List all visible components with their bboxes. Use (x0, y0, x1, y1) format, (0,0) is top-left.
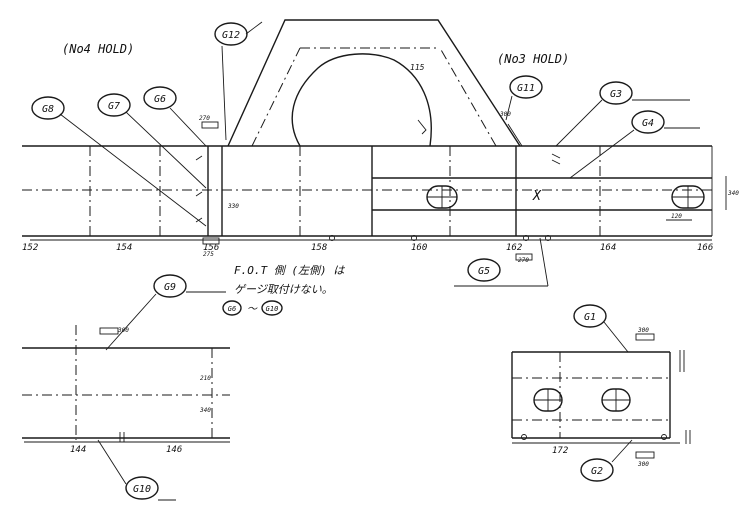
gauge-g11: G11 300 (499, 75, 543, 147)
gauge-g5-label: G5 (478, 266, 490, 277)
hold-label-no4: (No4 HOLD) (62, 42, 134, 56)
manhole-2 (671, 185, 705, 209)
dim-300-g2: 300 (637, 461, 649, 468)
gauge-g3-label: G3 (610, 89, 622, 100)
frame-146: 146 (166, 445, 182, 455)
frame-158: 158 (311, 243, 327, 253)
dim-340-ll: 340 (199, 407, 211, 414)
frame-156: 156 (203, 243, 219, 253)
dim-275: 275 (203, 251, 214, 258)
frame-160: 160 (411, 243, 427, 253)
gauge-g11-label: G11 (517, 83, 535, 94)
gauge-g8-label: G8 (42, 104, 54, 115)
frame-162: 162 (506, 243, 522, 253)
note-line2: ゲージ取付けない。 (234, 283, 333, 296)
gauge-g9-label: G9 (164, 282, 176, 293)
lower-left-girder: 144 146 300 340 210 (22, 325, 230, 455)
gauge-g8: G8 (31, 96, 207, 227)
dim-210: 210 (200, 375, 211, 382)
gauge-g10: G10 (97, 439, 176, 501)
manhole-1 (426, 185, 458, 209)
gauge-g7-label: G7 (108, 101, 120, 112)
hold-label-no3: (No3 HOLD) (497, 52, 569, 66)
gauge-g6: G6 (143, 86, 207, 147)
dimensions-main: 270 275 330 270 120 340 (195, 115, 739, 264)
dim-330: 330 (227, 203, 239, 210)
gauge-g5: G5 (454, 237, 549, 287)
dim-300-g1: 300 (637, 327, 649, 334)
frame-144: 144 (70, 445, 86, 455)
note-range-end: G10 (266, 305, 279, 313)
gauge-g6-label: G6 (154, 94, 166, 105)
gauge-g2-label: G2 (591, 466, 603, 477)
gauge-g7: G7 (97, 93, 207, 189)
note-line1: F.O.T 側 (左側) は (234, 264, 345, 277)
gauge-g4-label: G4 (642, 118, 654, 129)
lower-right-girder: 172 300 300 (511, 327, 691, 468)
frame-166: 166 (697, 243, 713, 253)
gauge-g9: G9 (105, 274, 226, 351)
installation-note: F.O.T 側 (左側) は ゲージ取付けない。 G6 〜 G10 (222, 264, 345, 316)
dim-120: 120 (671, 213, 682, 220)
hopper-structure: 115 (227, 19, 521, 147)
gauge-g3: G3 (555, 81, 690, 147)
gauge-g10-label: G10 (133, 484, 151, 495)
dim-270-b: 270 (518, 257, 529, 264)
note-range-start: G6 (228, 305, 236, 313)
frame-scale-main: 152 154 156 158 160 162 164 166 (22, 239, 713, 253)
gauge-g4: G4 (569, 110, 700, 179)
gauge-g12-label: G12 (222, 30, 240, 41)
gauge-g12: G12 (214, 21, 263, 141)
manhole-4 (601, 388, 631, 412)
gauge-g1: G1 (573, 304, 629, 353)
manhole-3 (533, 388, 563, 412)
main-girder: X (22, 145, 713, 241)
frame-154: 154 (116, 243, 132, 253)
frame-172: 172 (552, 446, 568, 456)
x-mark: X (532, 189, 542, 204)
dim-340-top: 340 (727, 190, 739, 197)
gauge-g2: G2 (580, 439, 633, 482)
note-range-sep: 〜 (247, 304, 258, 315)
frame-164: 164 (600, 243, 616, 253)
gauge-g1-label: G1 (584, 312, 596, 323)
frame-152: 152 (22, 243, 38, 253)
dim-270-top: 270 (199, 115, 210, 122)
dim-300-g11: 300 (499, 111, 511, 118)
dim-115: 115 (410, 63, 425, 72)
